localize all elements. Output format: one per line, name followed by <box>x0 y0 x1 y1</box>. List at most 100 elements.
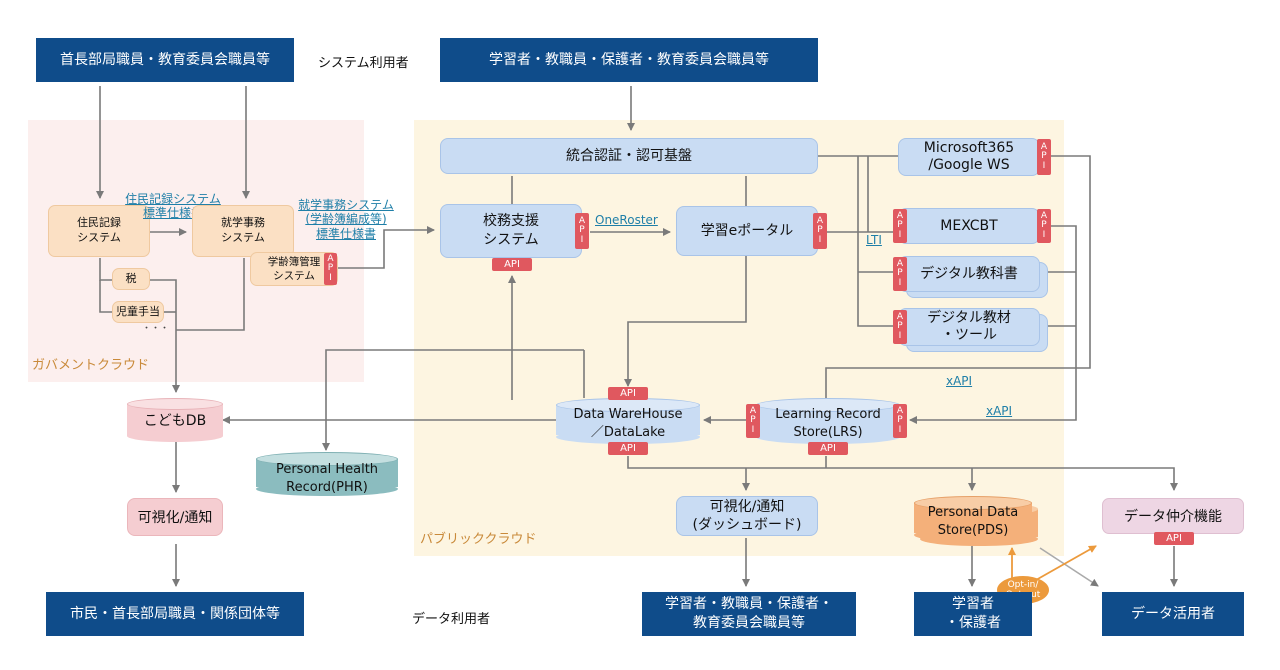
bottom-learners-box: 学習者・教職員・保護者・ 教育委員会職員等 <box>642 592 856 636</box>
bottom-guardians-line1: 学習者 <box>952 596 994 613</box>
api-p: P <box>897 268 903 279</box>
kodomo-db: こどもDB <box>127 398 223 442</box>
broker-api-badge: API <box>1154 532 1194 545</box>
api-a: A <box>896 311 904 322</box>
api-i: I <box>818 234 822 245</box>
resident-spec-line1: 住民記録システム <box>125 192 221 206</box>
api-p: P <box>1041 151 1047 162</box>
xapi-link-2[interactable]: xAPI <box>986 404 1013 418</box>
api-i: I <box>580 234 584 245</box>
lrs-api-bottom: API <box>808 442 848 455</box>
api-i: I <box>1042 229 1046 240</box>
bottom-learners-line1: 学習者・教職員・保護者・ <box>665 596 833 613</box>
data-warehouse: Data WareHouse ／DataLake <box>556 398 700 444</box>
gov-cloud-label: ガバメントクラウド <box>32 358 150 373</box>
dwh-line2: ／DataLake <box>590 424 666 440</box>
edge-resident-allowance <box>99 280 112 313</box>
lrs-line2: Store(LRS) <box>793 424 863 440</box>
dashboard-line2: (ダッシュボード) <box>692 517 802 533</box>
api-p: P <box>750 415 756 426</box>
child-allowance-system: 児童手当 <box>112 301 164 323</box>
edge-ms365-lrs <box>825 155 1091 398</box>
lti-link[interactable]: LTI <box>866 233 882 247</box>
resident-record-line1: 住民記録 <box>77 216 121 230</box>
school-affairs-system: 就学事務 システム <box>192 205 294 257</box>
bottom-data-users-box: データ活用者 <box>1102 592 1244 636</box>
pds-store: Personal Data Store(PDS) <box>914 496 1032 542</box>
api-a: A <box>816 215 824 226</box>
phr-line1: Personal Health <box>275 462 379 477</box>
api-p: P <box>579 225 585 236</box>
school-affairs-line1: 就学事務 <box>221 216 265 230</box>
edge-mexcbt-lrs <box>909 225 1077 424</box>
top-user-admin-box: 首長部局職員・教育委員会職員等 <box>36 38 294 82</box>
edge-lti-material <box>857 156 893 327</box>
learning-portal: 学習eポータル <box>676 206 818 256</box>
ms365-line1: Microsoft365 <box>923 139 1015 156</box>
school-spec-line3: 標準仕様書 <box>315 226 376 241</box>
xapi-link-1[interactable]: xAPI <box>946 374 973 388</box>
api-a: A <box>327 253 334 264</box>
more-systems-ellipsis: ・・・ <box>142 325 169 334</box>
resident-record-system: 住民記録 システム <box>48 205 150 257</box>
material-line1: デジタル教材 <box>927 309 1011 326</box>
lrs-line1: Learning Record <box>775 407 881 422</box>
edge-tax-kodomo <box>150 279 180 393</box>
auth-platform: 統合認証・認可基盤 <box>440 138 818 174</box>
dwh-line1: Data WareHouse <box>573 407 683 422</box>
edge-optin-broker <box>1035 545 1097 581</box>
api-a: A <box>896 405 904 416</box>
dashboard-line1: 可視化/通知 <box>709 498 785 515</box>
pds-line2: Store(PDS) <box>937 522 1009 538</box>
bottom-citizens-box: 市民・首長部局職員・関係団体等 <box>46 592 304 636</box>
public-cloud-label: パブリッククラウド <box>420 532 537 547</box>
digital-material: デジタル教材 ・ツール <box>898 308 1040 346</box>
resident-spec-link[interactable]: 住民記録システム 標準仕様書 <box>118 192 228 221</box>
roster-line1: 学齢簿管理 <box>267 255 321 268</box>
resident-spec-line2: 標準仕様書 <box>142 206 203 221</box>
bottom-guardians-line2: ・保護者 <box>945 615 1001 631</box>
api-p: P <box>817 225 823 236</box>
school-spec-line2: (学齢簿編成等) <box>305 212 387 227</box>
school-support-line2: システム <box>483 232 539 248</box>
oneroster-link[interactable]: OneRoster <box>595 213 658 227</box>
resident-record-line2: システム <box>77 231 121 244</box>
gov-visualize-box: 可視化/通知 <box>127 498 223 536</box>
edge-school-kodomo <box>176 258 245 331</box>
roster-line2: システム <box>273 270 315 282</box>
pds-line1: Personal Data <box>927 505 1019 520</box>
digital-textbook: デジタル教科書 <box>898 256 1040 292</box>
api-i: I <box>1042 160 1046 171</box>
bottom-learners-line2: 教育委員会職員等 <box>693 615 805 631</box>
api-i: I <box>898 424 902 435</box>
system-users-caption: システム利用者 <box>318 56 409 71</box>
api-a: A <box>1040 210 1048 221</box>
school-affairs-line2: システム <box>221 231 265 244</box>
edge-dwh-broker <box>627 456 1178 491</box>
data-broker-box: データ仲介機能 <box>1102 498 1244 534</box>
phr-store: Personal Health Record(PHR) <box>256 452 398 496</box>
school-spec-link[interactable]: 就学事務システム (学齢簿編成等) 標準仕様書 <box>294 198 398 241</box>
dashboard-box: 可視化/通知 (ダッシュボード) <box>676 496 818 536</box>
tax-system: 税 <box>112 268 150 290</box>
api-a: A <box>578 215 586 226</box>
bottom-guardians-box: 学習者 ・保護者 <box>914 592 1032 636</box>
school-spec-line1: 就学事務システム <box>298 198 394 212</box>
api-a: A <box>896 210 904 221</box>
api-i: I <box>329 272 332 283</box>
edge-portal-dwh <box>624 256 747 387</box>
api-a: A <box>749 405 757 416</box>
school-support-line1: 校務支援 <box>483 213 539 230</box>
api-p: P <box>327 263 334 274</box>
edge-resident-tax <box>99 258 112 281</box>
dwh-api-bottom: API <box>608 442 648 455</box>
